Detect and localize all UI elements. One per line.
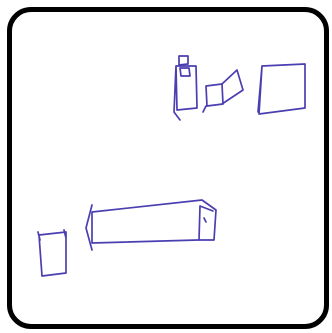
tall-box [174, 66, 197, 120]
long-box [92, 200, 216, 243]
small-square [203, 84, 223, 112]
tilted-flag [222, 70, 243, 104]
small-top-square-inner [180, 68, 190, 76]
small-top-square [179, 56, 188, 65]
right-square [258, 64, 305, 114]
long-box-left-end [86, 205, 92, 250]
long-box-end-mark [204, 218, 206, 222]
small-bottom-box [38, 230, 66, 276]
long-box-right-end [199, 206, 213, 240]
